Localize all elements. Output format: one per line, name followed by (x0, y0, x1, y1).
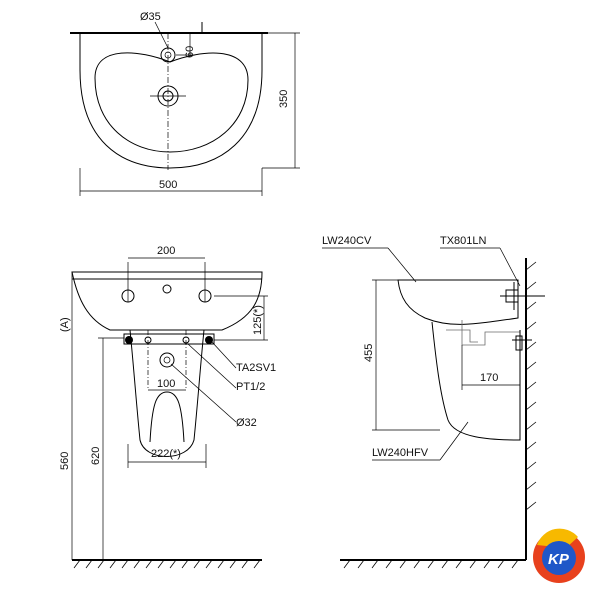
logo-text: KP (548, 551, 570, 568)
dim-200: 200 (157, 245, 175, 257)
dim-222: 222(*) (151, 448, 181, 460)
dim-455: 455 (363, 344, 375, 362)
pedestal-opening (149, 391, 185, 443)
overflow-hole (162, 284, 172, 294)
fixing-left (125, 336, 133, 344)
leader-pt12 (187, 343, 237, 389)
trap-bend (446, 329, 478, 343)
pedestal-front (129, 329, 205, 457)
drain-outlet (159, 352, 175, 368)
bracket-plate (123, 333, 215, 345)
waste-flange (515, 335, 523, 351)
dim-d35: Ø35 (140, 11, 161, 23)
top-view: Ø35 60 350 500 (70, 11, 300, 196)
dim-500: 500 (159, 179, 177, 191)
logo-accent (537, 528, 578, 548)
drain-outlet-inner (163, 356, 171, 364)
label-a: (A) (59, 317, 71, 332)
leader-tx801ln (499, 247, 521, 287)
callout-d32: Ø32 (236, 417, 257, 429)
leader-lw240hfv (439, 421, 469, 461)
fixing-right (205, 336, 213, 344)
label-lw240cv: LW240CV (322, 235, 372, 247)
callout-pt12: PT1/2 (236, 381, 265, 393)
front-view: 200 100 222(*) 125(*) TA2SV1 PT1/2 Ø32 (59, 245, 276, 569)
logo-core (542, 541, 576, 575)
leader-d32 (170, 363, 237, 423)
leader-d35 (154, 21, 169, 49)
basin-front (71, 271, 263, 331)
dim-350: 350 (278, 90, 290, 108)
leader-ta2sv1 (211, 341, 237, 369)
basin-bowl-top (94, 52, 249, 153)
dim-620: 620 (90, 447, 102, 465)
dim-170: 170 (480, 372, 498, 384)
callout-ta2sv1: TA2SV1 (236, 362, 276, 374)
basin-outline-top (79, 33, 263, 169)
floor-hatch-side (343, 559, 519, 569)
dim-100: 100 (157, 378, 175, 390)
leader-lw240cv (387, 247, 417, 283)
label-tx801ln: TX801LN (440, 235, 487, 247)
trap-pipe (461, 320, 520, 346)
basin-side (397, 279, 519, 325)
label-lw240hfv: LW240HFV (372, 447, 429, 459)
dim-125: 125(*) (252, 305, 264, 335)
wall-hatch (525, 261, 537, 511)
side-view: 170 455 LW240CV TX801LN LW240HFV (322, 235, 545, 569)
pedestal-side (431, 321, 521, 441)
floor-hatch-front (73, 559, 261, 569)
dim-560: 560 (59, 452, 71, 470)
dim-60: 60 (184, 46, 196, 58)
kp-logo: KP (533, 528, 585, 583)
